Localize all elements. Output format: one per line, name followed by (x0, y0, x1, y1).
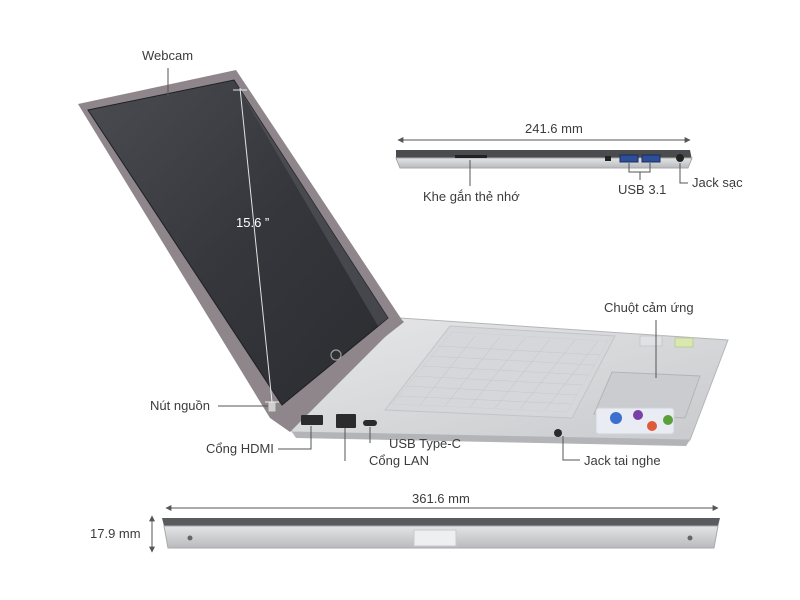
power-button-shape (267, 401, 277, 413)
lan-port-shape (336, 414, 356, 428)
charging-jack-label: Jack sạc (692, 175, 743, 190)
width-dimension-label: 361.6 mm (412, 491, 470, 506)
laptop-main-view (78, 70, 729, 446)
keyboard-area (384, 325, 616, 419)
keyboard-keys (391, 331, 609, 413)
hdmi-port-label: Cổng HDMI (206, 441, 274, 456)
headphone-jack-shape (554, 429, 562, 437)
memory-card-slot-shape (455, 155, 487, 158)
front-view (149, 505, 720, 553)
charging-jack-shape (676, 154, 684, 162)
hp-logo (330, 349, 342, 361)
memory-card-slot-label: Khe gắn thẻ nhớ (423, 189, 520, 204)
side-view-right (395, 137, 693, 169)
headphone-jack-label: Jack tai nghe (584, 453, 661, 468)
laptop-base-front-edge (292, 432, 690, 446)
screen-diagonal (233, 87, 279, 403)
thickness-dimension-label: 17.9 mm (90, 526, 141, 541)
power-button-label: Nút nguồn (150, 398, 210, 413)
callout-lines (167, 68, 688, 461)
webcam-label: Webcam (142, 48, 194, 63)
usb-31-label: USB 3.1 (618, 182, 667, 197)
screen-size-label: 15.6 ” (236, 215, 270, 230)
lan-port-label: Cổng LAN (369, 453, 429, 468)
usb-31-port-1 (619, 154, 639, 163)
hdmi-port-shape (301, 415, 323, 425)
usb-31-port-2 (641, 154, 661, 163)
usb-type-c-label: USB Type-C (389, 436, 462, 451)
depth-dimension-label: 241.6 mm (525, 121, 583, 136)
usb-c-port-shape (363, 420, 377, 426)
touchpad-label: Chuột cảm ứng (604, 300, 694, 315)
